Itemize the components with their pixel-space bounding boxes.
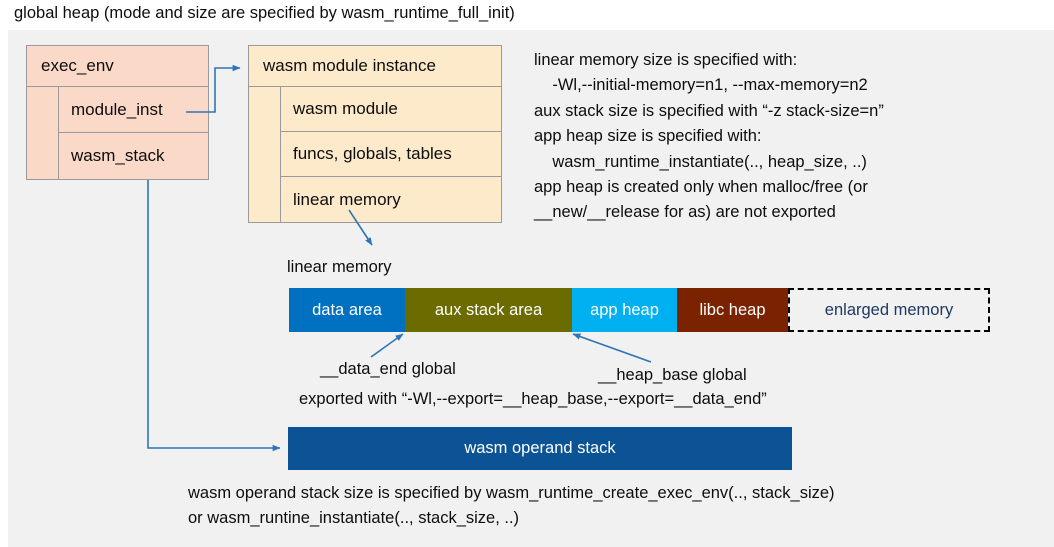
annotation-data-end: __data_end global — [320, 360, 456, 378]
segment-enlarged-memory: enlarged memory — [788, 288, 990, 332]
row-linear-memory: linear memory — [293, 189, 401, 209]
wasm-module-instance-gutter — [249, 87, 281, 222]
page-title: global heap (mode and size are specified… — [14, 4, 515, 22]
linear-memory-label: linear memory — [287, 258, 392, 276]
wasm-module-instance-box: wasm module instance wasm module funcs, … — [248, 45, 502, 223]
linear-memory-bar: data area aux stack area app heap libc h… — [289, 288, 990, 332]
wasm-module-instance-rows: wasm module funcs, globals, tables linea… — [281, 87, 501, 222]
exec-env-body: module_inst wasm_stack — [27, 87, 208, 179]
operand-stack-info-text: wasm operand stack size is specified by … — [188, 484, 835, 528]
linear-memory-info-text: linear memory size is specified with: -W… — [534, 51, 884, 222]
exec-env-header: exec_env — [27, 46, 208, 87]
wasm-module-instance-body: wasm module funcs, globals, tables linea… — [249, 87, 501, 222]
row-wasm-module: wasm module — [281, 87, 501, 132]
exec-env-gutter — [27, 87, 59, 179]
annotation-heap-base: __heap_base global — [598, 366, 747, 384]
segment-aux-stack-area: aux stack area — [405, 288, 572, 332]
segment-app-heap: app heap — [572, 288, 677, 332]
wasm-operand-stack-box: wasm operand stack — [288, 427, 792, 470]
exec-env-row-module-inst: module_inst — [59, 87, 208, 133]
wasm-module-instance-header: wasm module instance — [249, 46, 501, 87]
exec-env-row-wasm-stack: wasm_stack — [71, 146, 165, 165]
exec-env-box: exec_env module_inst wasm_stack — [26, 45, 209, 180]
row-funcs-globals-tables: funcs, globals, tables — [281, 132, 501, 177]
annotation-exported: exported with “-Wl,--export=__heap_base,… — [299, 390, 767, 408]
segment-data-area: data area — [289, 288, 405, 332]
segment-libc-heap: libc heap — [677, 288, 788, 332]
exec-env-rows: module_inst wasm_stack — [59, 87, 208, 179]
